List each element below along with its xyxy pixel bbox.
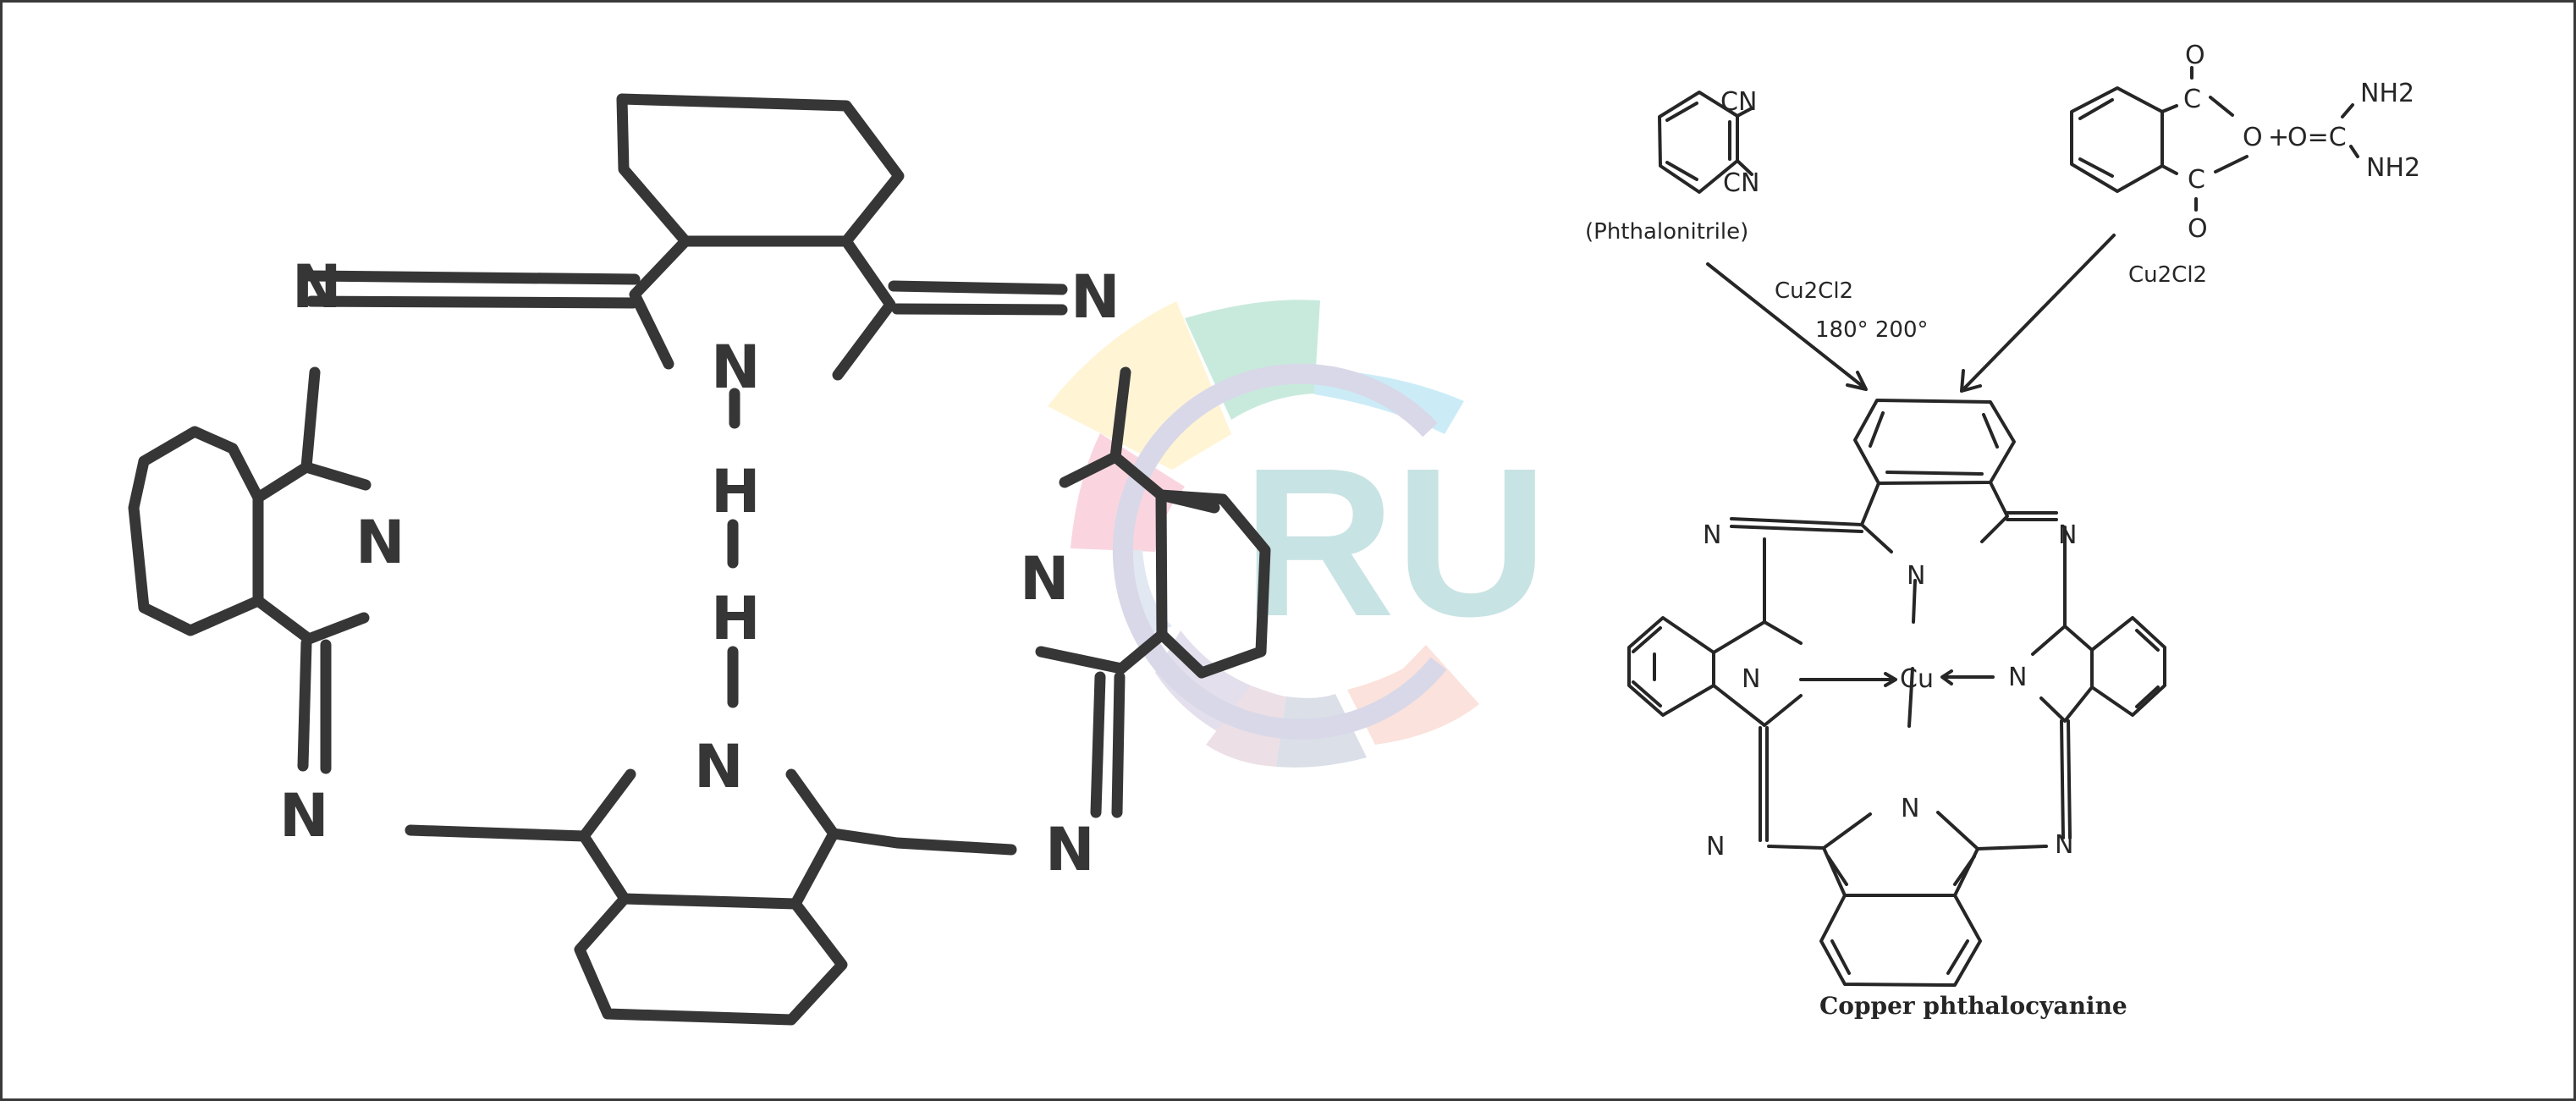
phthalonitrile-label: (Phthalonitrile) xyxy=(1585,219,1748,245)
nh2-bottom: NH2 xyxy=(2366,153,2420,183)
nh2-top: NH2 xyxy=(2360,79,2414,108)
ring-o: O xyxy=(2243,123,2263,152)
plus-sign: + xyxy=(2268,123,2289,152)
carbonyl-o-bottom: O xyxy=(2188,214,2208,244)
cn-bottom-label: CN xyxy=(1723,168,1759,198)
cu2cl2-reagent-label: Cu2Cl2 xyxy=(2128,262,2207,288)
phthalonitrile-structure: CN CN (Phthalonitrile) xyxy=(1585,87,1759,245)
carbonyl-c-top: C xyxy=(2183,85,2201,114)
reaction-arrows: Cu2Cl2 180° 200° xyxy=(1706,234,2116,393)
bridge-n-top: N xyxy=(711,333,761,402)
product-cu-atom: Cu xyxy=(1900,664,1934,694)
product-n-6: N xyxy=(1901,794,1919,823)
atom-n-bottom-left: N xyxy=(279,781,329,851)
copper-phthalocyanine-structure: N N N N N N N N Cu Copper phthalocyanine xyxy=(1627,399,2166,1020)
product-n-8: N xyxy=(2055,830,2073,860)
product-n-3: N xyxy=(1907,561,1925,591)
product-n-4: N xyxy=(1742,664,1760,694)
urea-carbonyl: O=C xyxy=(2287,123,2347,152)
condition-reagent: Cu2Cl2 xyxy=(1775,278,1853,304)
cn-top-label: CN xyxy=(1720,87,1757,117)
carbonyl-o-top: O xyxy=(2185,41,2205,70)
carbonyl-c-bottom: C xyxy=(2188,165,2205,195)
atom-n-bottom-right: N xyxy=(1045,815,1095,884)
atom-n-top-left: N xyxy=(292,252,342,322)
product-n-1: N xyxy=(1703,520,1721,550)
product-n-5: N xyxy=(2008,663,2027,692)
bridge-h-2: H xyxy=(711,584,761,653)
left-structure: N N N N N N N H H N xyxy=(128,93,1271,1026)
condition-temperature: 180° 200° xyxy=(1815,317,1929,343)
atom-n-mid-left: N xyxy=(355,508,405,577)
bridge-n-bottom: N xyxy=(694,732,744,801)
product-name-label: Copper phthalocyanine xyxy=(1819,992,2127,1020)
atom-n-mid-right: N xyxy=(1020,544,1070,614)
watermark-text: RU xyxy=(1242,424,1548,660)
atom-n-top-right: N xyxy=(1071,262,1120,332)
product-n-2: N xyxy=(2058,520,2077,550)
product-n-7: N xyxy=(1706,832,1725,862)
bridge-h-1: H xyxy=(711,457,761,526)
phthalic-anhydride-urea-structure: O C O + O=C NH2 NH2 C O Cu2Cl2 xyxy=(2070,41,2420,288)
